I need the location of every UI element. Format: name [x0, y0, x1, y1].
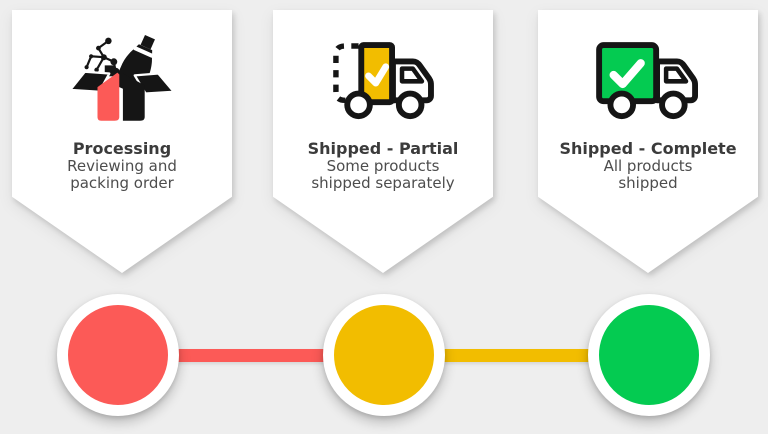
stage-icon-area: [297, 28, 469, 130]
box-front-right-panel: [122, 73, 145, 121]
open-box-with-products-icon: [69, 34, 175, 121]
small-package-glyph: [104, 65, 115, 77]
stage-icon-area: [63, 28, 181, 130]
truck-front-wheel: [395, 90, 425, 119]
timeline-dot-shipped-partial: [323, 294, 445, 416]
checkmark-icon: [609, 58, 645, 88]
stage-subtitle-line1: Some products: [326, 157, 440, 175]
stage-subtitle-line1: Reviewing and: [67, 157, 177, 175]
box-front-left-panel: [97, 72, 120, 121]
dashed-cargo-outline: [333, 42, 359, 103]
stage-subtitle-line2: shipped: [618, 174, 678, 192]
stage-title: Shipped - Partial: [307, 139, 459, 158]
stage-subtitle-line1: All products: [603, 157, 693, 175]
stage-title: Processing: [72, 139, 172, 158]
truck-window: [663, 65, 689, 84]
truck-rear-wheel: [607, 90, 637, 119]
timeline-dot-shipped-complete: [588, 294, 710, 416]
truck-front-wheel: [659, 90, 688, 119]
stage-title: Shipped - Complete: [559, 139, 737, 158]
timeline-dot-processing: [57, 294, 179, 416]
stage-subtitle-line2: packing order: [70, 174, 174, 192]
stage-card-processing-shape: Processing Reviewing and packing order: [12, 10, 232, 273]
truck-complete-check-icon: [596, 41, 699, 119]
stage-icon-area: [562, 28, 734, 130]
truck-partial-check-icon: [333, 41, 434, 119]
stage-subtitle-line2: shipped separately: [311, 174, 455, 192]
stage-card-processing: Processing Reviewing and packing order: [12, 10, 232, 273]
stage-card-shipped-partial-shape: Shipped - Partial Some products shipped …: [273, 10, 493, 273]
truck-window: [399, 65, 425, 84]
stage-card-shipped-complete-shape: Shipped - Complete All products shipped: [538, 10, 758, 273]
truck-rear-wheel: [344, 90, 373, 119]
stage-card-shipped-complete: Shipped - Complete All products shipped: [538, 10, 758, 273]
timeline-connector-processing-to-partial: [120, 349, 384, 362]
timeline-connector-partial-to-complete: [386, 349, 649, 362]
checkmark-icon: [365, 62, 390, 87]
stage-card-shipped-partial: Shipped - Partial Some products shipped …: [273, 10, 493, 273]
